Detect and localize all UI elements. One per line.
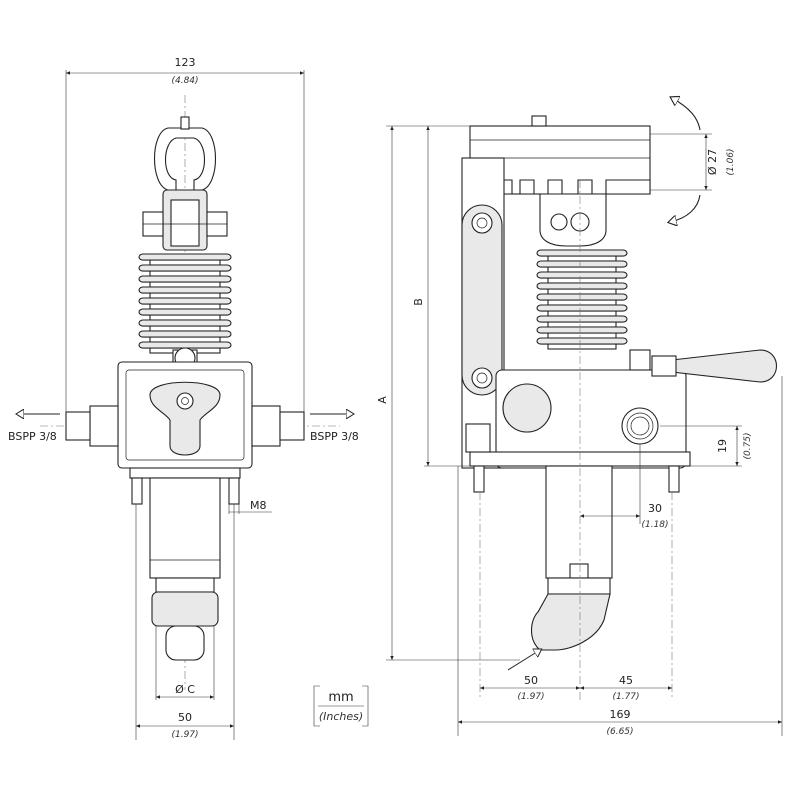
units-sub: (Inches) xyxy=(319,710,363,723)
bellows-groove xyxy=(547,277,617,284)
units-main: mm xyxy=(328,690,353,705)
bellows-groove xyxy=(547,310,617,317)
handle-pin xyxy=(180,116,190,130)
bellows-groove xyxy=(149,314,221,321)
bellows-fold xyxy=(536,271,628,279)
left-port-fitting xyxy=(89,405,119,447)
bellows-fold xyxy=(536,260,628,268)
dim-30-in: (1.18) xyxy=(641,520,668,530)
units-legend: mm (Inches) xyxy=(313,685,369,727)
dim-45-in: (1.77) xyxy=(612,692,639,702)
bellows-groove xyxy=(547,266,617,273)
dim-45-mm: 45 xyxy=(619,674,633,687)
suction-inlet xyxy=(165,625,205,661)
bellows-fold xyxy=(138,275,232,283)
bellows-groove xyxy=(149,292,221,299)
side-barrel xyxy=(545,465,613,579)
bellows-fold xyxy=(138,253,232,261)
bellows-fold xyxy=(138,297,232,305)
dim-169-mm: 169 xyxy=(610,708,631,721)
bellows-groove xyxy=(149,303,221,310)
right-port-fitting xyxy=(251,405,281,447)
lower-flange xyxy=(129,467,241,479)
bellows-groove xyxy=(149,336,221,343)
dim-123-in: (4.84) xyxy=(171,76,198,86)
left-port-nipple xyxy=(65,411,91,441)
link-bolt-top xyxy=(471,212,493,234)
rotate-arrow-bottom xyxy=(670,194,701,222)
bellows-fold xyxy=(138,308,232,316)
side-small-nut xyxy=(465,423,491,453)
dim-27-in: (1.06) xyxy=(726,148,736,175)
bellows-groove xyxy=(547,288,617,295)
link-bar xyxy=(461,204,503,396)
bellows-groove xyxy=(149,281,221,288)
dim-30-mm: 30 xyxy=(648,502,662,515)
bellows-fold xyxy=(138,264,232,272)
bellows-fold xyxy=(138,319,232,327)
bellows-fold xyxy=(536,315,628,323)
lever-hub xyxy=(651,355,677,377)
pivot-boss xyxy=(502,383,552,433)
inlet-arrow xyxy=(507,650,540,671)
dim-A: A xyxy=(376,396,389,404)
side-bellows xyxy=(536,249,628,350)
side-stud-right xyxy=(668,465,680,493)
front-view: BSPP 3/8 BSPP 3/8 M8 123 (4.84) Ø C xyxy=(8,56,359,740)
dim-50-front-in: (1.97) xyxy=(171,730,198,740)
bellows-groove xyxy=(149,270,221,277)
dim-169-in: (6.65) xyxy=(606,727,633,737)
dim-50-side-in: (1.97) xyxy=(517,692,544,702)
dim-B: B xyxy=(412,298,425,306)
pump-barrel xyxy=(149,477,221,579)
rotate-arrow-top xyxy=(672,98,701,131)
front-bellows xyxy=(138,253,232,354)
dim-50-side-mm: 50 xyxy=(524,674,538,687)
stud-right xyxy=(228,477,240,505)
socket-screw xyxy=(531,115,547,127)
thread-label: M8 xyxy=(250,499,267,512)
link-bolt-bottom xyxy=(471,367,493,389)
release-lever xyxy=(671,349,777,383)
side-suction-elbow xyxy=(530,593,611,651)
bellows-groove xyxy=(149,325,221,332)
knob-screw xyxy=(176,392,194,410)
handle-loop xyxy=(153,127,217,191)
dim-19-in: (0.75) xyxy=(743,432,753,459)
bellows-fold xyxy=(536,282,628,290)
barrel-ring xyxy=(155,577,215,593)
bore-label: Ø C xyxy=(175,683,195,696)
dim-27-mm: Ø 27 xyxy=(706,149,719,175)
bellows-fold xyxy=(536,337,628,345)
right-port-label: BSPP 3/8 xyxy=(310,430,359,443)
dim-19-mm: 19 xyxy=(716,439,729,453)
side-view: Ø 27 (1.06) A B 19 (0.75) 30 (1.18) 50 (… xyxy=(376,98,783,737)
bellows-groove xyxy=(547,255,617,262)
bellows-fold xyxy=(536,249,628,257)
bellows-groove xyxy=(547,299,617,306)
side-stud-left xyxy=(473,465,485,493)
bellows-fold xyxy=(536,326,628,334)
bellows-groove xyxy=(547,343,617,350)
side-barrel-ring xyxy=(547,577,611,595)
bellows-groove xyxy=(149,259,221,266)
bellows-groove xyxy=(547,332,617,339)
bellows-fold xyxy=(138,286,232,294)
valve-cap xyxy=(629,349,651,371)
valve-knob xyxy=(149,381,221,456)
bellows-fold xyxy=(138,341,232,349)
left-port-label: BSPP 3/8 xyxy=(8,430,57,443)
bellows-groove xyxy=(547,321,617,328)
bellows-fold xyxy=(536,304,628,312)
right-port-nipple xyxy=(279,411,305,441)
suction-cap xyxy=(151,591,219,627)
bellows-fold xyxy=(536,293,628,301)
dim-123-mm: 123 xyxy=(175,56,196,69)
bellows-fold xyxy=(138,330,232,338)
stud-left xyxy=(131,477,143,505)
clevis-inner xyxy=(170,199,200,247)
dim-50-front-mm: 50 xyxy=(178,711,192,724)
side-port xyxy=(621,407,659,445)
